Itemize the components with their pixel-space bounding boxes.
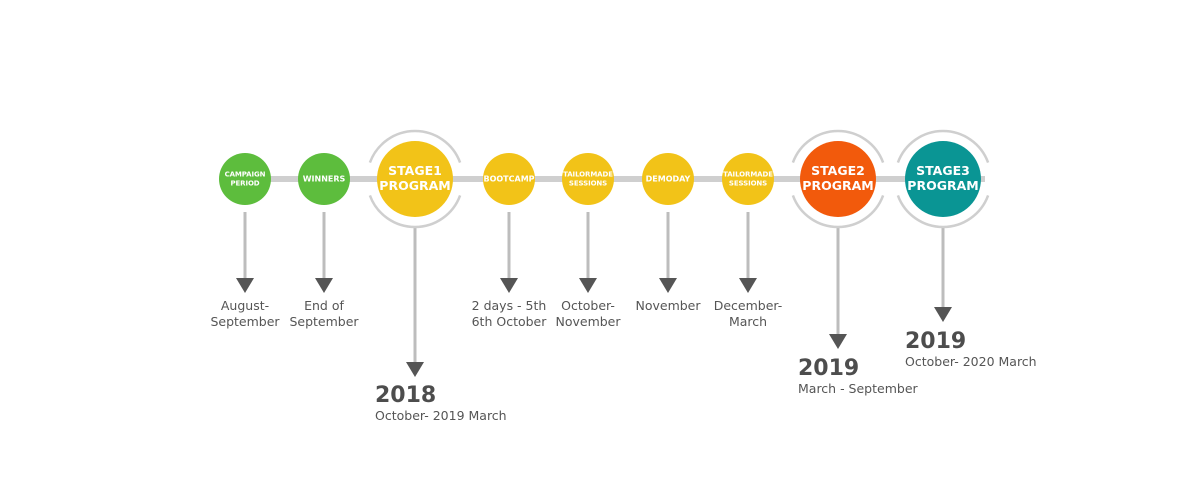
stage-range: March - September [798,381,918,396]
stage-year: 2019 [798,356,860,381]
stage-year: 2019 [905,329,967,354]
arrow-down-icon [739,278,757,293]
top-arc [368,129,462,164]
top-arc [896,129,990,164]
date-line: End of [304,298,344,313]
node-label: BOOTCAMP [483,175,534,184]
date-line: December- [713,298,783,313]
node-label: DEMODAY [646,175,691,184]
node-circle [298,153,350,205]
top-arc [791,129,885,164]
arrow-down-icon [236,278,254,293]
date-label-campaign-period: August-September [185,298,305,330]
node-circle [219,153,271,205]
arrow-down-icon [659,278,677,293]
node-label: PROGRAM [379,178,450,193]
stage-year: 2018 [375,383,437,408]
node-circle [800,141,876,217]
stage-range: October- 2020 March [905,354,1037,369]
bottom-arc [791,194,885,229]
node-label: STAGE2 [811,163,865,178]
date-line: March [728,314,768,329]
date-label-demoday: November [608,298,728,314]
node-circle [905,141,981,217]
bottom-arc [368,194,462,229]
node-label: TAILORMADE [723,171,773,179]
arrow-down-icon [315,278,333,293]
node-circle [483,153,535,205]
node-label: CAMPAIGN [225,171,266,179]
node-label: PERIOD [230,180,259,188]
stage-range: October- 2019 March [375,408,507,423]
arrow-down-icon [934,307,952,322]
node-label: SESSIONS [569,180,607,188]
arrow-down-icon [829,334,847,349]
date-line: 2 days - 5th [471,298,547,313]
node-circle [722,153,774,205]
arrow-down-icon [579,278,597,293]
node-label: SESSIONS [729,180,767,188]
node-label: PROGRAM [802,178,873,193]
timeline-node-bootcamp: BOOTCAMP [483,153,535,293]
arrow-down-icon [500,278,518,293]
node-circle [562,153,614,205]
node-label: STAGE3 [916,163,970,178]
node-label: WINNERS [303,175,346,184]
timeline-node-winners: WINNERS [298,153,350,293]
node-label: STAGE1 [388,163,442,178]
date-line: August- [220,298,270,313]
date-label-tailormade-sessions-2: December-March [688,298,808,330]
date-line: 6th October [471,314,547,329]
node-circle [642,153,694,205]
date-label-tailormade-sessions-1: October-November [528,298,648,330]
date-line: November [555,314,621,329]
arrow-down-icon [406,362,424,377]
date-line: September [210,314,280,329]
date-line: November [635,298,701,313]
node-label: TAILORMADE [563,171,613,179]
timeline-node-demoday: DEMODAY [642,153,694,293]
date-line: October- [561,298,615,313]
date-line: September [289,314,359,329]
node-circle [377,141,453,217]
bottom-arc [896,194,990,229]
node-label: PROGRAM [907,178,978,193]
